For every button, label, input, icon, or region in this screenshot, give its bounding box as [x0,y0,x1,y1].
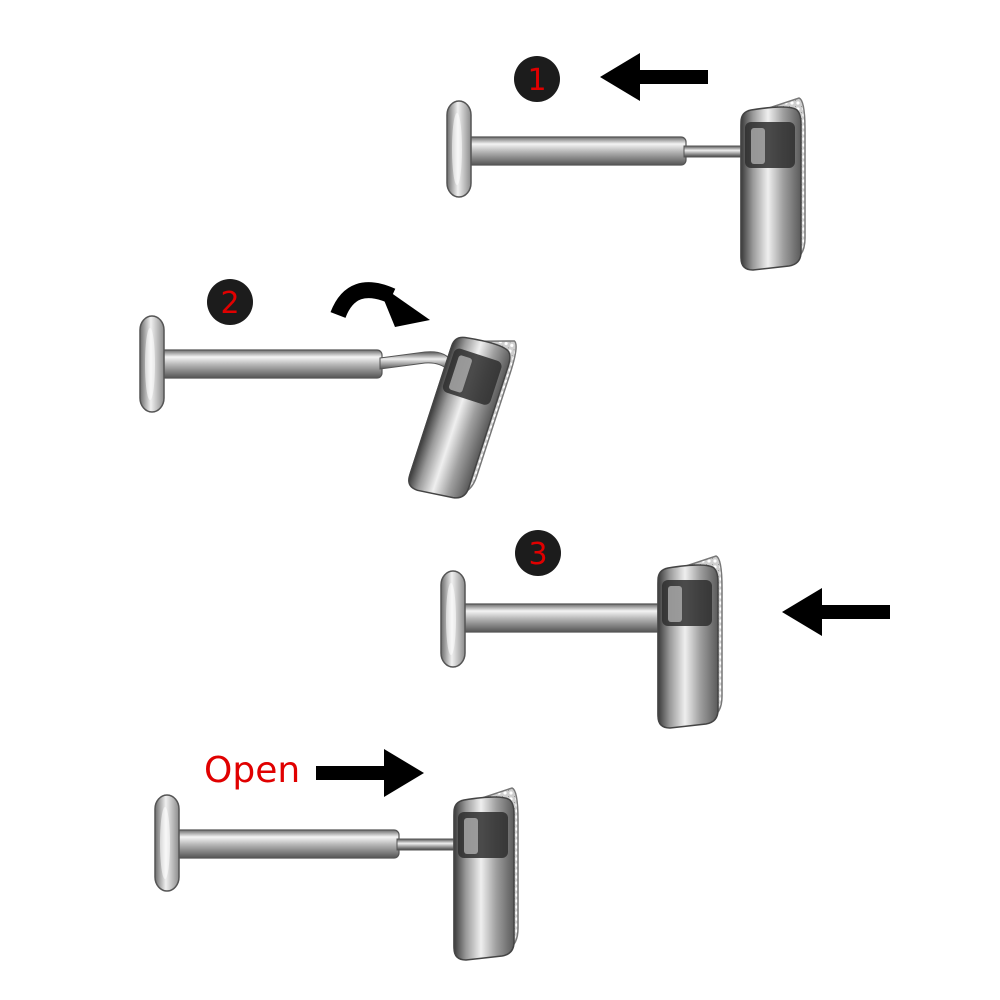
step-3-badge: 3 [515,530,561,576]
labret-stud-1 [446,97,806,271]
step-3: 3 [440,530,890,729]
labret-stud-3 [440,555,723,729]
right-arrow-icon [316,749,424,797]
curved-arrow-icon [330,282,430,327]
labret-stud-2 [139,315,521,508]
open-step: Open [154,749,519,961]
left-arrow-icon [782,588,890,636]
labret-stud-open [154,787,519,961]
step-1-badge: 1 [514,56,560,102]
open-label: Open [204,750,300,791]
left-arrow-icon [600,53,708,101]
step-1: 1 [446,53,806,271]
step-2: 2 [139,279,521,508]
step-2-number: 2 [220,286,239,321]
step-2-badge: 2 [207,279,253,325]
step-1-number: 1 [527,63,546,98]
step-3-number: 3 [528,537,547,572]
